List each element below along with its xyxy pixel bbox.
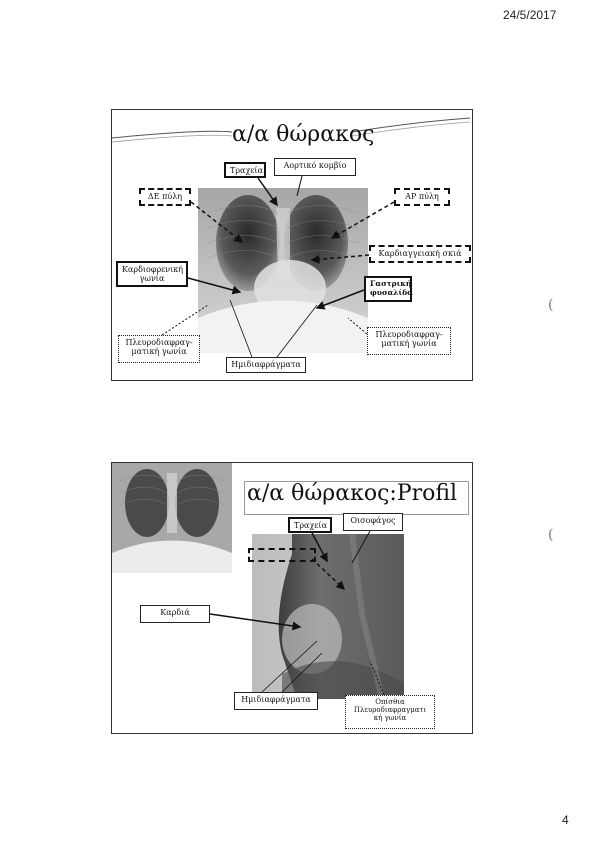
label-gastric-bubble: Γαστρική φυσαλίδα: [364, 276, 413, 302]
label-hemidiaphragms: Ημιδιαφράγματα: [226, 357, 306, 373]
label-right-hilum: ΑΡ πύλη: [394, 188, 450, 206]
margin-mark: (: [548, 527, 554, 543]
slide-chest-lateral: α/α θώρακος:Profil Τραχεία Οισοφάγος Καρ…: [111, 462, 473, 734]
page-number: 4: [562, 813, 569, 827]
label-cardiovascular-shadow: Καρδιαγγειακή σκιά: [369, 245, 471, 263]
label-left-hilum: ΔΕ πύλη: [139, 188, 191, 206]
print-date: 24/5/2017: [503, 8, 557, 22]
label-costophrenic-right: Πλευροδιαφραγ-ματική γωνία: [367, 327, 451, 355]
slide2-pointers: [209, 530, 385, 696]
label-trachea: Τραχεία: [224, 162, 266, 178]
label-hemidiaphragms: Ημιδιαφράγματα: [234, 692, 318, 710]
slide-title: α/α θώρακος: [232, 122, 375, 147]
slide1-pointers: [161, 175, 395, 358]
chest-xray-pa-thumbnail: [112, 463, 232, 573]
label-aortic-knob: Αορτικό κομβίο: [274, 158, 356, 176]
title-swoosh: [111, 117, 471, 143]
margin-mark: (: [548, 297, 554, 313]
slide-title: α/α θώρακος:Profil: [247, 481, 458, 506]
label-cardiophrenic-angle: Καρδιοφρενική γωνία: [116, 261, 188, 287]
label-trachea: Τραχεία: [288, 517, 332, 533]
label-trachea-marker: [248, 548, 316, 562]
label-heart: Καρδιά: [140, 605, 210, 623]
label-costophrenic-left: Πλευροδιαφραγ-ματική γωνία: [118, 335, 200, 363]
label-posterior-costophrenic: Οπίσθια Πλευροδιαφραγματι κή γωνία: [345, 695, 435, 729]
label-esophagus: Οισοφάγος: [343, 513, 403, 531]
slide-chest-pa: α/α θώρακος Τραχεία Αορτικό κομβίο ΔΕ πύ…: [111, 109, 473, 381]
chest-xray-pa-image: [198, 188, 368, 353]
